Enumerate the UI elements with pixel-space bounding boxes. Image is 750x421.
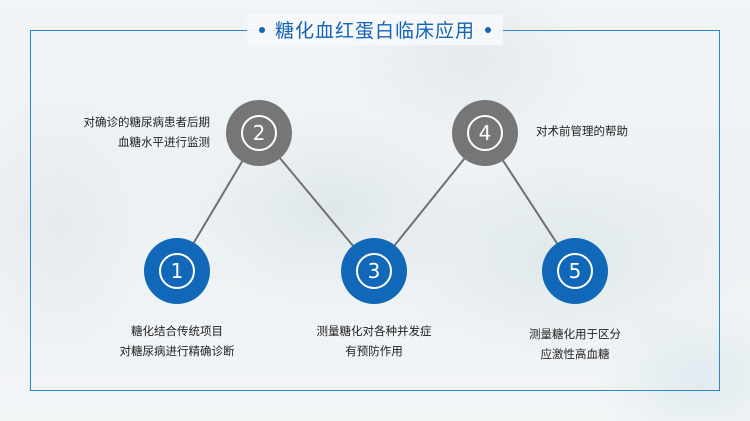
step-label-2: 对确诊的糖尿病患者后期 血糖水平进行监测 xyxy=(40,112,211,152)
step-node-1: 1 xyxy=(144,238,210,304)
step-number-4: 4 xyxy=(467,115,503,151)
step-number-2: 2 xyxy=(241,115,277,151)
step-1-line-2: 对糖尿病进行精确诊断 xyxy=(119,344,235,358)
step-5-line-1: 测量糖化用于区分 xyxy=(529,327,621,341)
step-label-5: 测量糖化用于区分 应激性高血糖 xyxy=(495,324,655,364)
step-label-1: 糖化结合传统项目 对糖尿病进行精确诊断 xyxy=(87,321,267,361)
step-node-4: 4 xyxy=(452,100,518,166)
step-node-3: 3 xyxy=(341,238,407,304)
step-1-line-1: 糖化结合传统项目 xyxy=(131,324,223,338)
step-label-3: 测量糖化对各种并发症 有预防作用 xyxy=(284,321,464,361)
step-number-5: 5 xyxy=(557,253,593,289)
title-dot-left xyxy=(258,26,265,33)
step-2-line-1: 对确诊的糖尿病患者后期 xyxy=(83,115,211,129)
title-bar: 糖化血红蛋白临床应用 xyxy=(0,14,750,45)
step-5-line-2: 应激性高血糖 xyxy=(540,347,610,361)
step-number-3: 3 xyxy=(356,253,392,289)
step-label-4: 对术前管理的帮助 xyxy=(536,121,686,141)
step-number-1: 1 xyxy=(159,253,195,289)
step-node-2: 2 xyxy=(226,100,292,166)
step-4-line-1: 对术前管理的帮助 xyxy=(536,124,628,138)
step-node-5: 5 xyxy=(542,238,608,304)
step-3-line-2: 有预防作用 xyxy=(345,344,403,358)
page-title-group: 糖化血红蛋白临床应用 xyxy=(246,14,503,45)
step-2-line-2: 血糖水平进行监测 xyxy=(118,135,210,149)
step-3-line-1: 测量糖化对各种并发症 xyxy=(316,324,432,338)
page-title: 糖化血红蛋白临床应用 xyxy=(274,20,475,42)
title-dot-right xyxy=(485,26,491,33)
